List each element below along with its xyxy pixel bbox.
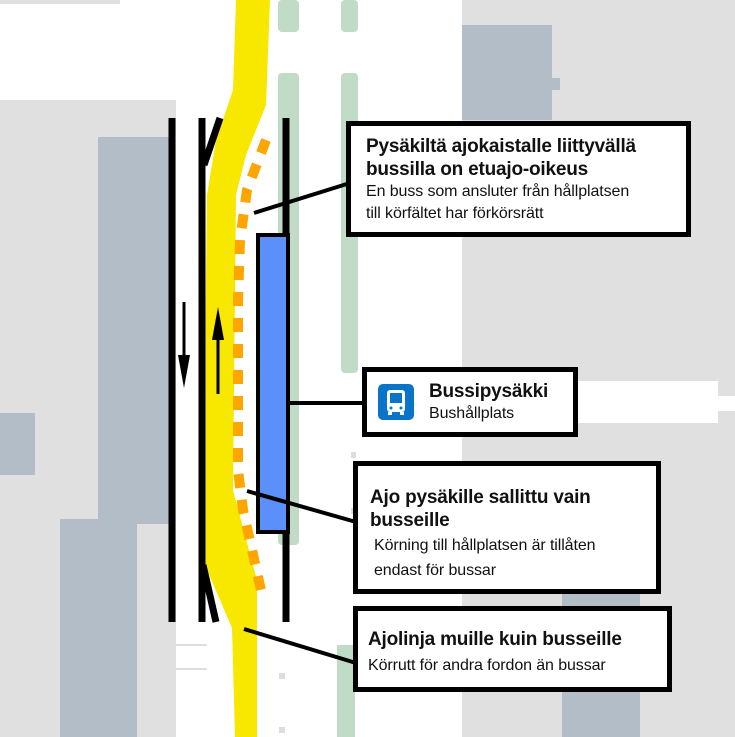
callout-bus-only-title-line1: Ajo pysäkille sallittu vain	[370, 487, 591, 508]
callout-bus-only: Ajo pysäkille sallittu vain busseille Kö…	[353, 461, 661, 594]
bus-stop-area	[256, 233, 290, 534]
direction-arrow-up	[212, 307, 224, 394]
callout-bus-stop: Bussipysäkki Bushållplats	[362, 367, 578, 437]
callout-bus-only-subtitle-line1: Körning till hållplatsen är tillåten	[374, 537, 596, 554]
callout-other-vehicles: Ajolinja muille kuin busseille Körrutt f…	[353, 606, 672, 692]
callout-bus-only-subtitle-line2: endast för bussar	[374, 562, 496, 579]
bus-route-line	[204, 0, 270, 737]
callout-priority-title-line1: Pysäkiltä ajokaistalle liittyvällä	[366, 136, 636, 157]
callout-priority: Pysäkiltä ajokaistalle liittyvällä bussi…	[346, 121, 691, 237]
callout-priority-title-line2: bussilla on etuajo-oikeus	[366, 159, 588, 180]
callout-bus-stop-title: Bussipysäkki	[429, 381, 549, 402]
callout-priority-subtitle-line2: till körfältet har förkörsrätt	[366, 205, 544, 222]
bus-icon	[378, 384, 414, 420]
leader-lines	[243, 181, 364, 665]
callout-bus-stop-subtitle: Bushållplats	[429, 405, 515, 422]
direction-arrow-down	[178, 302, 190, 388]
callout-bus-only-title-line2: busseille	[370, 510, 450, 531]
dashed-bus-guide	[233, 138, 271, 597]
callout-other-vehicles-title: Ajolinja muille kuin busseille	[368, 629, 622, 650]
callout-other-vehicles-subtitle: Körrutt för andra fordon än bussar	[368, 657, 606, 674]
callout-priority-subtitle-line1: En buss som ansluter från hållplatsen	[366, 183, 630, 200]
